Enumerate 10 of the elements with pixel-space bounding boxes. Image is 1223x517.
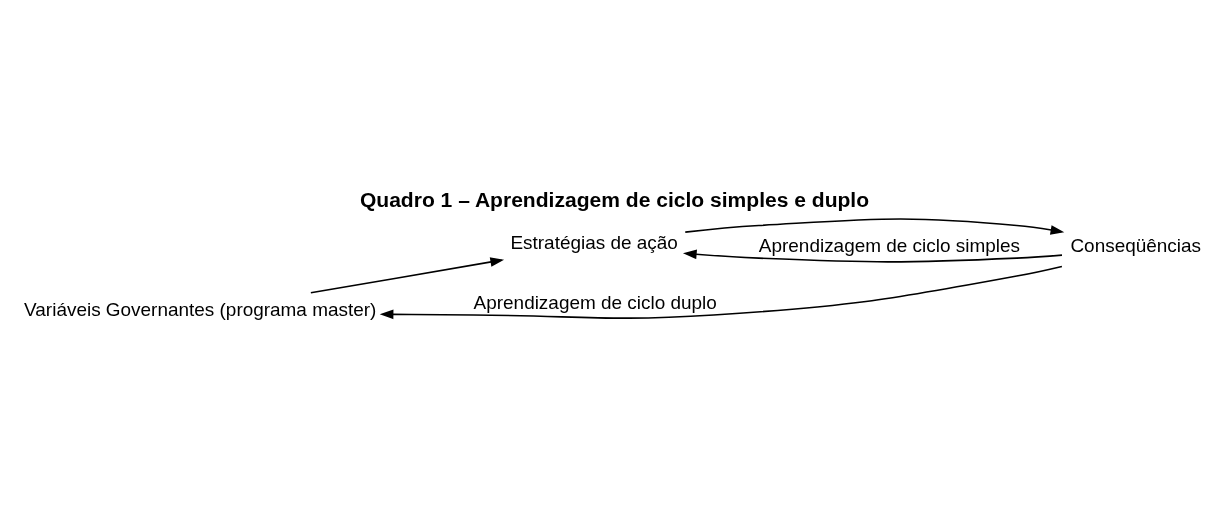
node-text: Variáveis Governantes (programa master) bbox=[24, 298, 377, 320]
arrow bbox=[310, 256, 505, 294]
arrow bbox=[682, 249, 1063, 263]
node-text: Conseqüências bbox=[1070, 234, 1201, 256]
arrow bbox=[379, 265, 1063, 319]
edge-label: Aprendizagem de ciclo simples bbox=[758, 234, 1020, 256]
node-text: Estratégias de ação bbox=[510, 231, 678, 253]
diagram-title: Quadro 1 – Aprendizagem de ciclo simples e duplo bbox=[359, 187, 870, 211]
arrow bbox=[684, 217, 1065, 235]
edge-label: Aprendizagem de ciclo duplo bbox=[473, 291, 717, 313]
